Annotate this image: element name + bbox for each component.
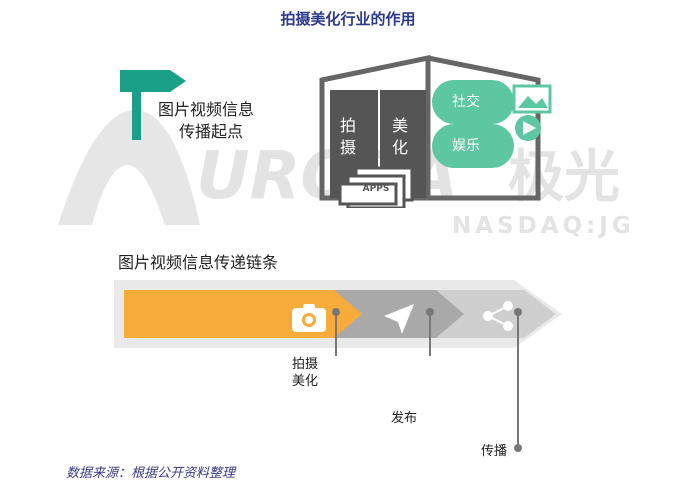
callout-capture-line-2: 美化 bbox=[292, 374, 319, 389]
chain-label: 图片视频信息传递链条 bbox=[118, 253, 279, 272]
sign-line-1: 图片视频信息 bbox=[158, 100, 255, 119]
bubble-entertainment: 娱乐 bbox=[432, 124, 514, 168]
callout-spread-line bbox=[514, 308, 522, 452]
door-left-char-1: 拍 bbox=[339, 116, 356, 135]
watermark-ticker: NASDAQ:JG bbox=[452, 213, 635, 239]
door-right-char-1: 美 bbox=[391, 116, 408, 135]
door-left-char-2: 摄 bbox=[339, 138, 356, 157]
door-left-label: 拍 摄 bbox=[339, 115, 357, 159]
send-icon bbox=[384, 304, 414, 334]
callout-capture: 拍摄 美化 bbox=[292, 356, 318, 390]
camera-icon bbox=[292, 304, 326, 332]
stage-capture-arrow bbox=[124, 290, 362, 338]
share-icon bbox=[483, 301, 513, 331]
aurora-logo-mark bbox=[58, 110, 200, 225]
transmission-chain bbox=[114, 280, 562, 356]
sign-line-2: 传播起点 bbox=[179, 122, 244, 141]
page-title: 拍摄美化行业的作用 bbox=[280, 10, 416, 28]
door-right-char-2: 化 bbox=[391, 138, 408, 157]
door-right-label: 美 化 bbox=[391, 115, 409, 159]
app-book-illustration bbox=[319, 54, 552, 208]
signpost-icon bbox=[120, 70, 186, 140]
callout-publish: 发布 bbox=[391, 411, 418, 426]
bubble-social: 社交 bbox=[432, 80, 514, 124]
callout-capture-line-1: 拍摄 bbox=[292, 357, 319, 372]
apps-label: APPS bbox=[362, 184, 390, 194]
callout-spread: 传播 bbox=[481, 444, 508, 459]
source-note: 数据来源：根据公开资料整理 bbox=[66, 466, 236, 481]
